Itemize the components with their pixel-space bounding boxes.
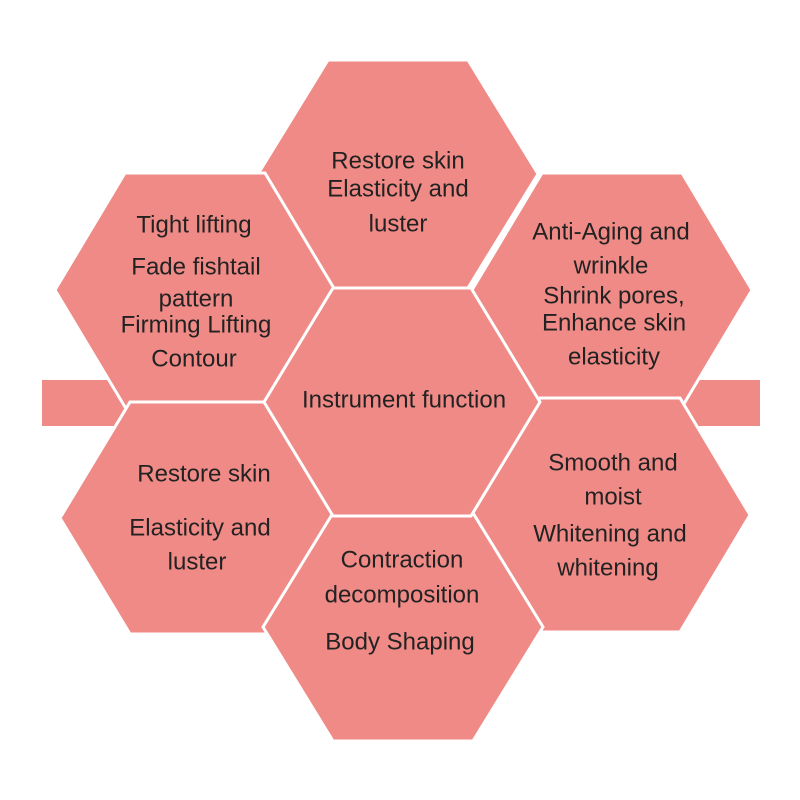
hexagon-top-line-3: luster — [369, 210, 428, 237]
hexagon-top-line-1: Restore skin — [331, 147, 464, 174]
center-label: Instrument function — [302, 386, 506, 413]
hexagon-upper-right-line-4: Enhance skin — [542, 309, 686, 336]
hexagon-top: Restore skin Elasticity and luster — [256, 58, 540, 290]
hexagon-bottom-line-2: decomposition — [325, 581, 480, 608]
hexagon-top-line-2: Elasticity and — [327, 175, 468, 202]
hexagon-upper-left-line-4: Firming Lifting — [121, 311, 272, 338]
hexagon-upper-right-line-3: Shrink pores, — [543, 282, 684, 309]
hexagon-lower-right-line-4: whitening — [556, 554, 658, 581]
hexagon-upper-right-line-5: elasticity — [568, 343, 660, 370]
hexagon-lower-right-line-2: moist — [584, 483, 642, 510]
hexagon-bottom-line-1: Contraction — [341, 546, 464, 573]
hexagon-lower-right-line-3: Whitening and — [533, 520, 686, 547]
hexagon-upper-left-line-2: Fade fishtail — [131, 253, 260, 280]
hexagon-upper-left-line-5: Contour — [151, 345, 236, 372]
hexagon-lower-right: Smooth and moist Whitening and whitening — [468, 396, 752, 634]
hexagon-lower-left-line-3: luster — [168, 548, 227, 575]
hexagon-center: Instrument function — [262, 286, 542, 518]
hexagon-upper-left-line-3: pattern — [159, 285, 234, 312]
hexagon-lower-right-line-1: Smooth and — [548, 449, 677, 476]
hexagon-lower-left-line-2: Elasticity and — [129, 514, 270, 541]
hexagon-center-shape — [262, 286, 542, 518]
hexagon-lower-left: Restore skin Elasticity and luster — [58, 400, 342, 636]
hexagon-upper-right-line-2: wrinkle — [573, 252, 649, 279]
hexagon-upper-right-line-1: Anti-Aging and — [532, 218, 689, 245]
hexagon-upper-left-line-1: Tight lifting — [136, 211, 251, 238]
hexagon-bottom-line-3: Body Shaping — [325, 628, 474, 655]
hexagon-lower-left-line-1: Restore skin — [137, 460, 270, 487]
hexagon-bottom: Contraction decomposition Body Shaping — [261, 511, 545, 743]
hexagon-upper-left: Tight lifting Fade fishtail pattern Firm… — [53, 171, 337, 409]
